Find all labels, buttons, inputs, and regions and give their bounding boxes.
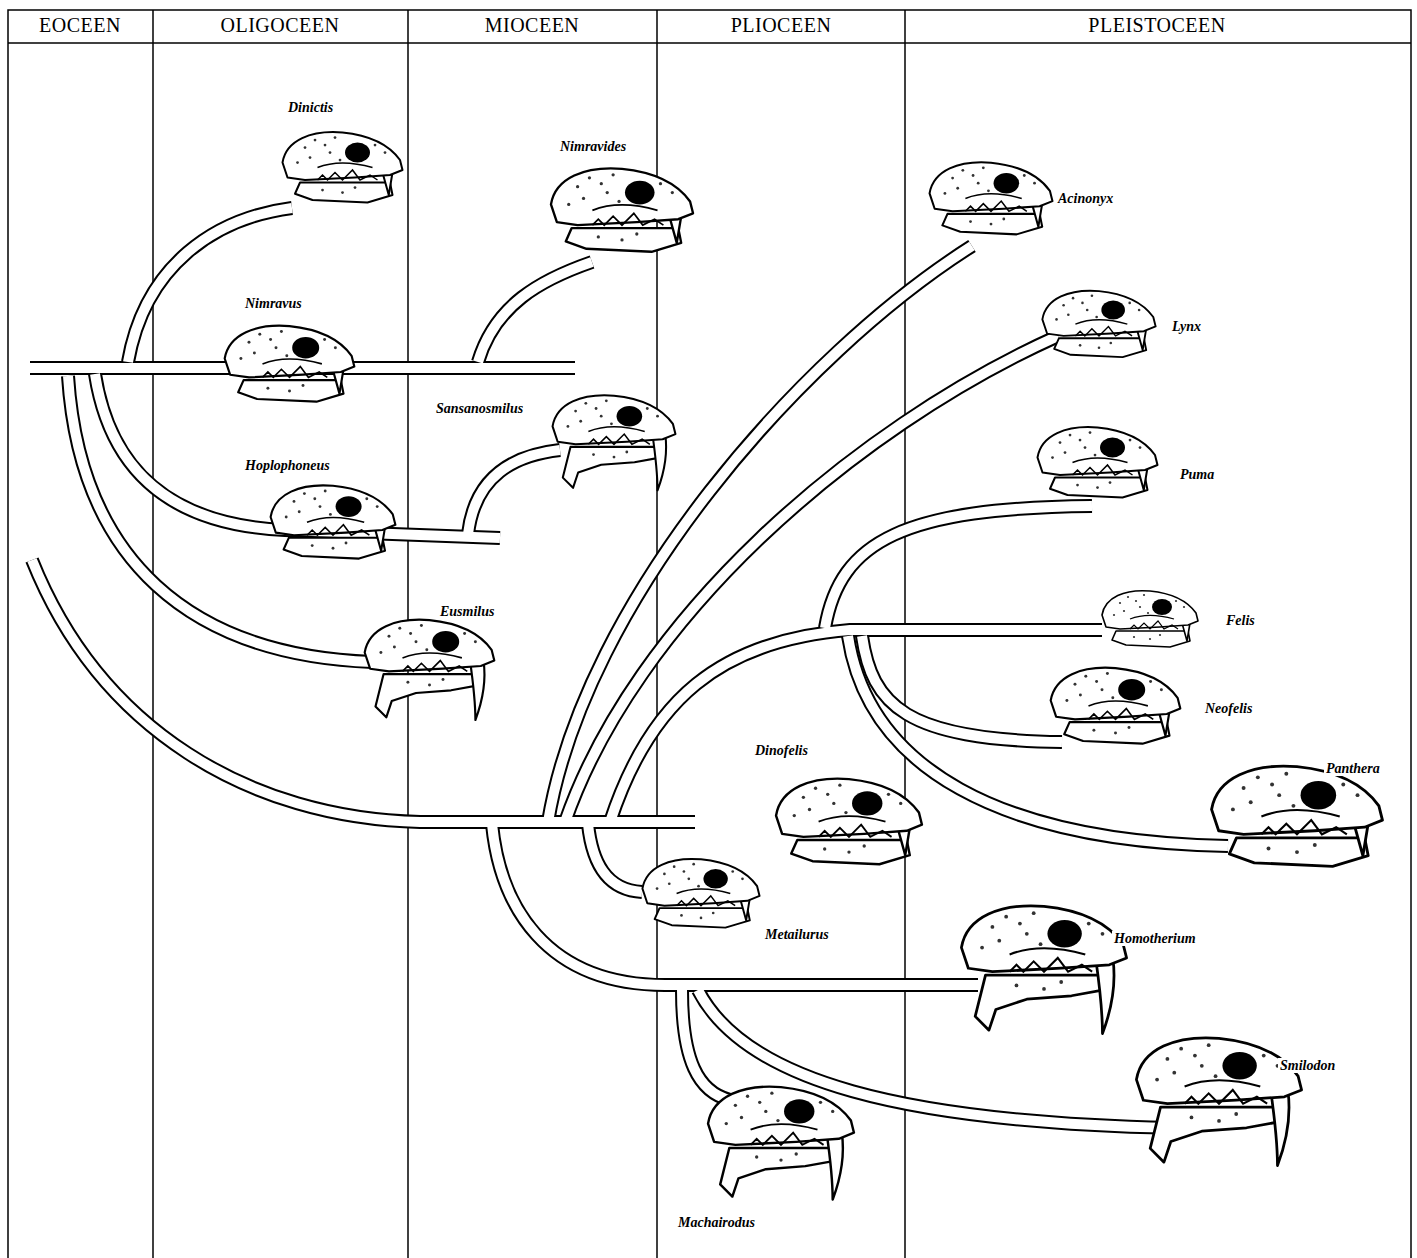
genus-name: Sansanosmilus	[434, 401, 525, 416]
branch-fill	[32, 560, 695, 822]
genus-name: Neofelis	[1203, 701, 1254, 716]
skull-drawing	[271, 485, 396, 558]
period-heading: MIOCEEN	[485, 14, 580, 36]
period-heading: OLIGOCEEN	[221, 14, 340, 36]
branch-fill	[95, 374, 500, 538]
branch-outline	[95, 374, 500, 538]
skull-drawing	[1038, 427, 1158, 497]
skull-drawing	[1102, 591, 1198, 647]
genus-name: Acinonyx	[1056, 191, 1115, 206]
genus-name: Dinofelis	[753, 743, 810, 758]
skull-drawing	[1212, 766, 1383, 866]
genus-name: Eusmilus	[438, 604, 496, 619]
genus-name: Metailurus	[763, 927, 831, 942]
genus-name: Nimravus	[243, 296, 304, 311]
genus-name: Panthera	[1324, 761, 1382, 776]
skull-drawing	[553, 395, 676, 490]
skull-drawing	[1051, 668, 1181, 744]
genus-name: Lynx	[1170, 319, 1203, 334]
branch-outline	[825, 506, 1092, 628]
skull-drawing	[1136, 1038, 1301, 1166]
skull-drawing	[283, 132, 403, 202]
skull-drawing	[776, 779, 922, 865]
branches	[30, 208, 1228, 1128]
branch-outline	[588, 824, 642, 892]
branch-outline	[468, 450, 560, 534]
genus-name: Machairodus	[676, 1215, 757, 1230]
skull-drawing	[930, 162, 1053, 234]
branch-fill	[478, 262, 592, 362]
genus-name: Felis	[1224, 613, 1257, 628]
period-heading: EOCEEN	[39, 14, 121, 36]
skull-drawing	[708, 1087, 854, 1200]
branch-fill	[862, 636, 1062, 742]
skull-drawing	[961, 906, 1126, 1034]
branch-fill	[588, 824, 642, 892]
branch-fill	[468, 450, 560, 534]
period-heading: PLEISTOCEEN	[1088, 14, 1225, 36]
genus-name: Puma	[1178, 467, 1216, 482]
skull-drawing	[365, 620, 495, 720]
genus-name: Hoplophoneus	[243, 458, 332, 473]
branch-fill	[825, 506, 1092, 628]
skull-drawing	[1042, 291, 1155, 357]
genus-name: Dinictis	[286, 100, 335, 115]
skull-drawing	[642, 859, 759, 928]
genus-name: Homotherium	[1112, 931, 1198, 946]
genus-name: Nimravides	[558, 139, 628, 154]
branch-fill	[492, 824, 978, 985]
skull-drawing	[225, 326, 355, 402]
period-heading: PLIOCEEN	[731, 14, 832, 36]
skull-drawing	[551, 168, 693, 251]
period-grid	[8, 10, 1411, 1258]
branch-outline	[492, 824, 978, 985]
genus-name: Smilodon	[1278, 1058, 1337, 1073]
branch-outline	[478, 262, 592, 362]
